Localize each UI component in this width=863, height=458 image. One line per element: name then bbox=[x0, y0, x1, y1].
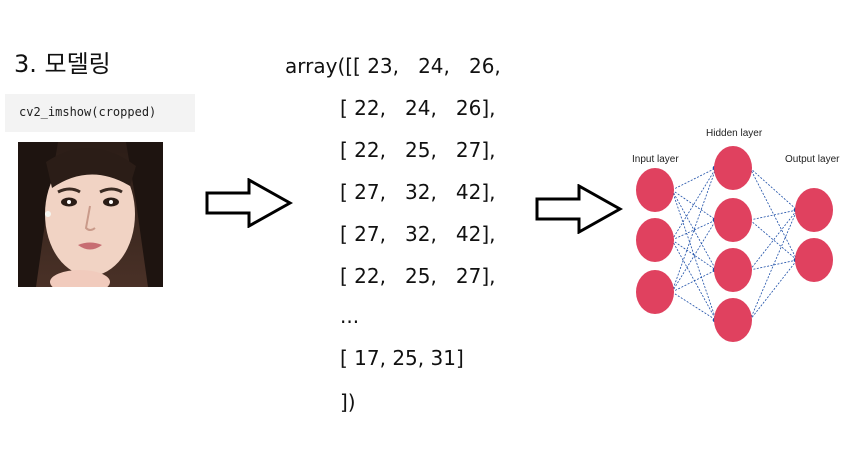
output-node bbox=[795, 188, 833, 232]
right-arrow-icon bbox=[535, 184, 623, 234]
code-text: cv2_imshow(cropped) bbox=[19, 105, 157, 119]
network-edge bbox=[671, 189, 717, 271]
hidden-node bbox=[714, 248, 752, 292]
network-edge bbox=[749, 209, 798, 271]
array-line: [ 27, 32, 42], bbox=[340, 180, 496, 204]
network-edge bbox=[749, 259, 798, 321]
input-node bbox=[636, 218, 674, 262]
output-layer-label: Output layer bbox=[785, 154, 840, 165]
network-edge bbox=[671, 189, 717, 221]
input-layer-label: Input layer bbox=[632, 154, 679, 165]
array-line: [ 22, 25, 27], bbox=[340, 138, 496, 162]
network-edge bbox=[749, 209, 798, 221]
network-edge bbox=[671, 189, 717, 321]
array-line: [ 27, 32, 42], bbox=[340, 222, 496, 246]
network-edge bbox=[671, 269, 717, 293]
hidden-node bbox=[714, 198, 752, 242]
hidden-layer-label: Hidden layer bbox=[706, 128, 763, 139]
cropped-face-image bbox=[18, 142, 163, 287]
face-illustration bbox=[18, 142, 163, 287]
network-edge bbox=[671, 239, 717, 271]
output-node bbox=[795, 238, 833, 282]
network-edge bbox=[749, 167, 798, 261]
network-edge bbox=[671, 167, 717, 293]
array-ellipsis: ... bbox=[340, 304, 360, 328]
network-edge bbox=[671, 167, 717, 191]
neural-network-diagram: Input layer Hidden layer Output layer bbox=[632, 128, 840, 342]
section-title: 3. 모델링 bbox=[14, 50, 111, 78]
input-node bbox=[636, 168, 674, 212]
array-line: array([[ 23, 24, 26, bbox=[285, 54, 501, 78]
array-line: [ 22, 25, 27], bbox=[340, 264, 496, 288]
array-line: [ 22, 24, 26], bbox=[340, 96, 496, 120]
network-edge bbox=[671, 239, 717, 321]
network-edge bbox=[749, 209, 798, 321]
code-cell: cv2_imshow(cropped) bbox=[5, 94, 195, 132]
input-node bbox=[636, 270, 674, 314]
network-edge bbox=[671, 219, 717, 241]
right-arrow-icon bbox=[205, 178, 293, 228]
hidden-node bbox=[714, 146, 752, 190]
network-edge bbox=[671, 219, 717, 293]
network-edge bbox=[671, 291, 717, 321]
array-line: [ 17, 25, 31] bbox=[340, 346, 464, 370]
network-edge bbox=[749, 259, 798, 271]
network-edge bbox=[749, 167, 798, 211]
network-edge bbox=[671, 167, 717, 241]
hidden-node bbox=[714, 298, 752, 342]
network-nodes bbox=[636, 146, 833, 342]
array-close: ]) bbox=[340, 390, 356, 414]
